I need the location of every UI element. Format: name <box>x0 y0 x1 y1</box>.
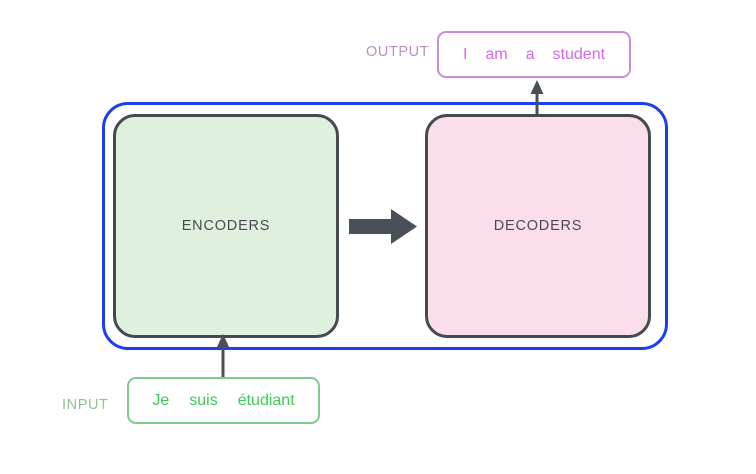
output-token: am <box>485 45 508 63</box>
decoders-label: DECODERS <box>493 218 583 234</box>
input-label: INPUT <box>62 397 109 413</box>
encoders-box: ENCODERS <box>113 114 339 338</box>
output-token: I <box>462 45 468 63</box>
input-box: Je suis étudiant <box>127 377 320 424</box>
output-label: OUTPUT <box>366 44 430 60</box>
output-token-list: I am a student <box>449 46 619 64</box>
output-token: student <box>552 45 606 63</box>
input-token: étudiant <box>237 391 295 409</box>
input-token: suis <box>189 391 218 409</box>
output-box: I am a student <box>437 31 631 78</box>
input-token-list: Je suis étudiant <box>140 392 306 410</box>
decoders-box: DECODERS <box>425 114 651 338</box>
transformer-model-container <box>102 102 668 350</box>
output-token: a <box>525 45 535 63</box>
encoders-label: ENCODERS <box>181 218 271 234</box>
input-token: Je <box>152 391 170 409</box>
